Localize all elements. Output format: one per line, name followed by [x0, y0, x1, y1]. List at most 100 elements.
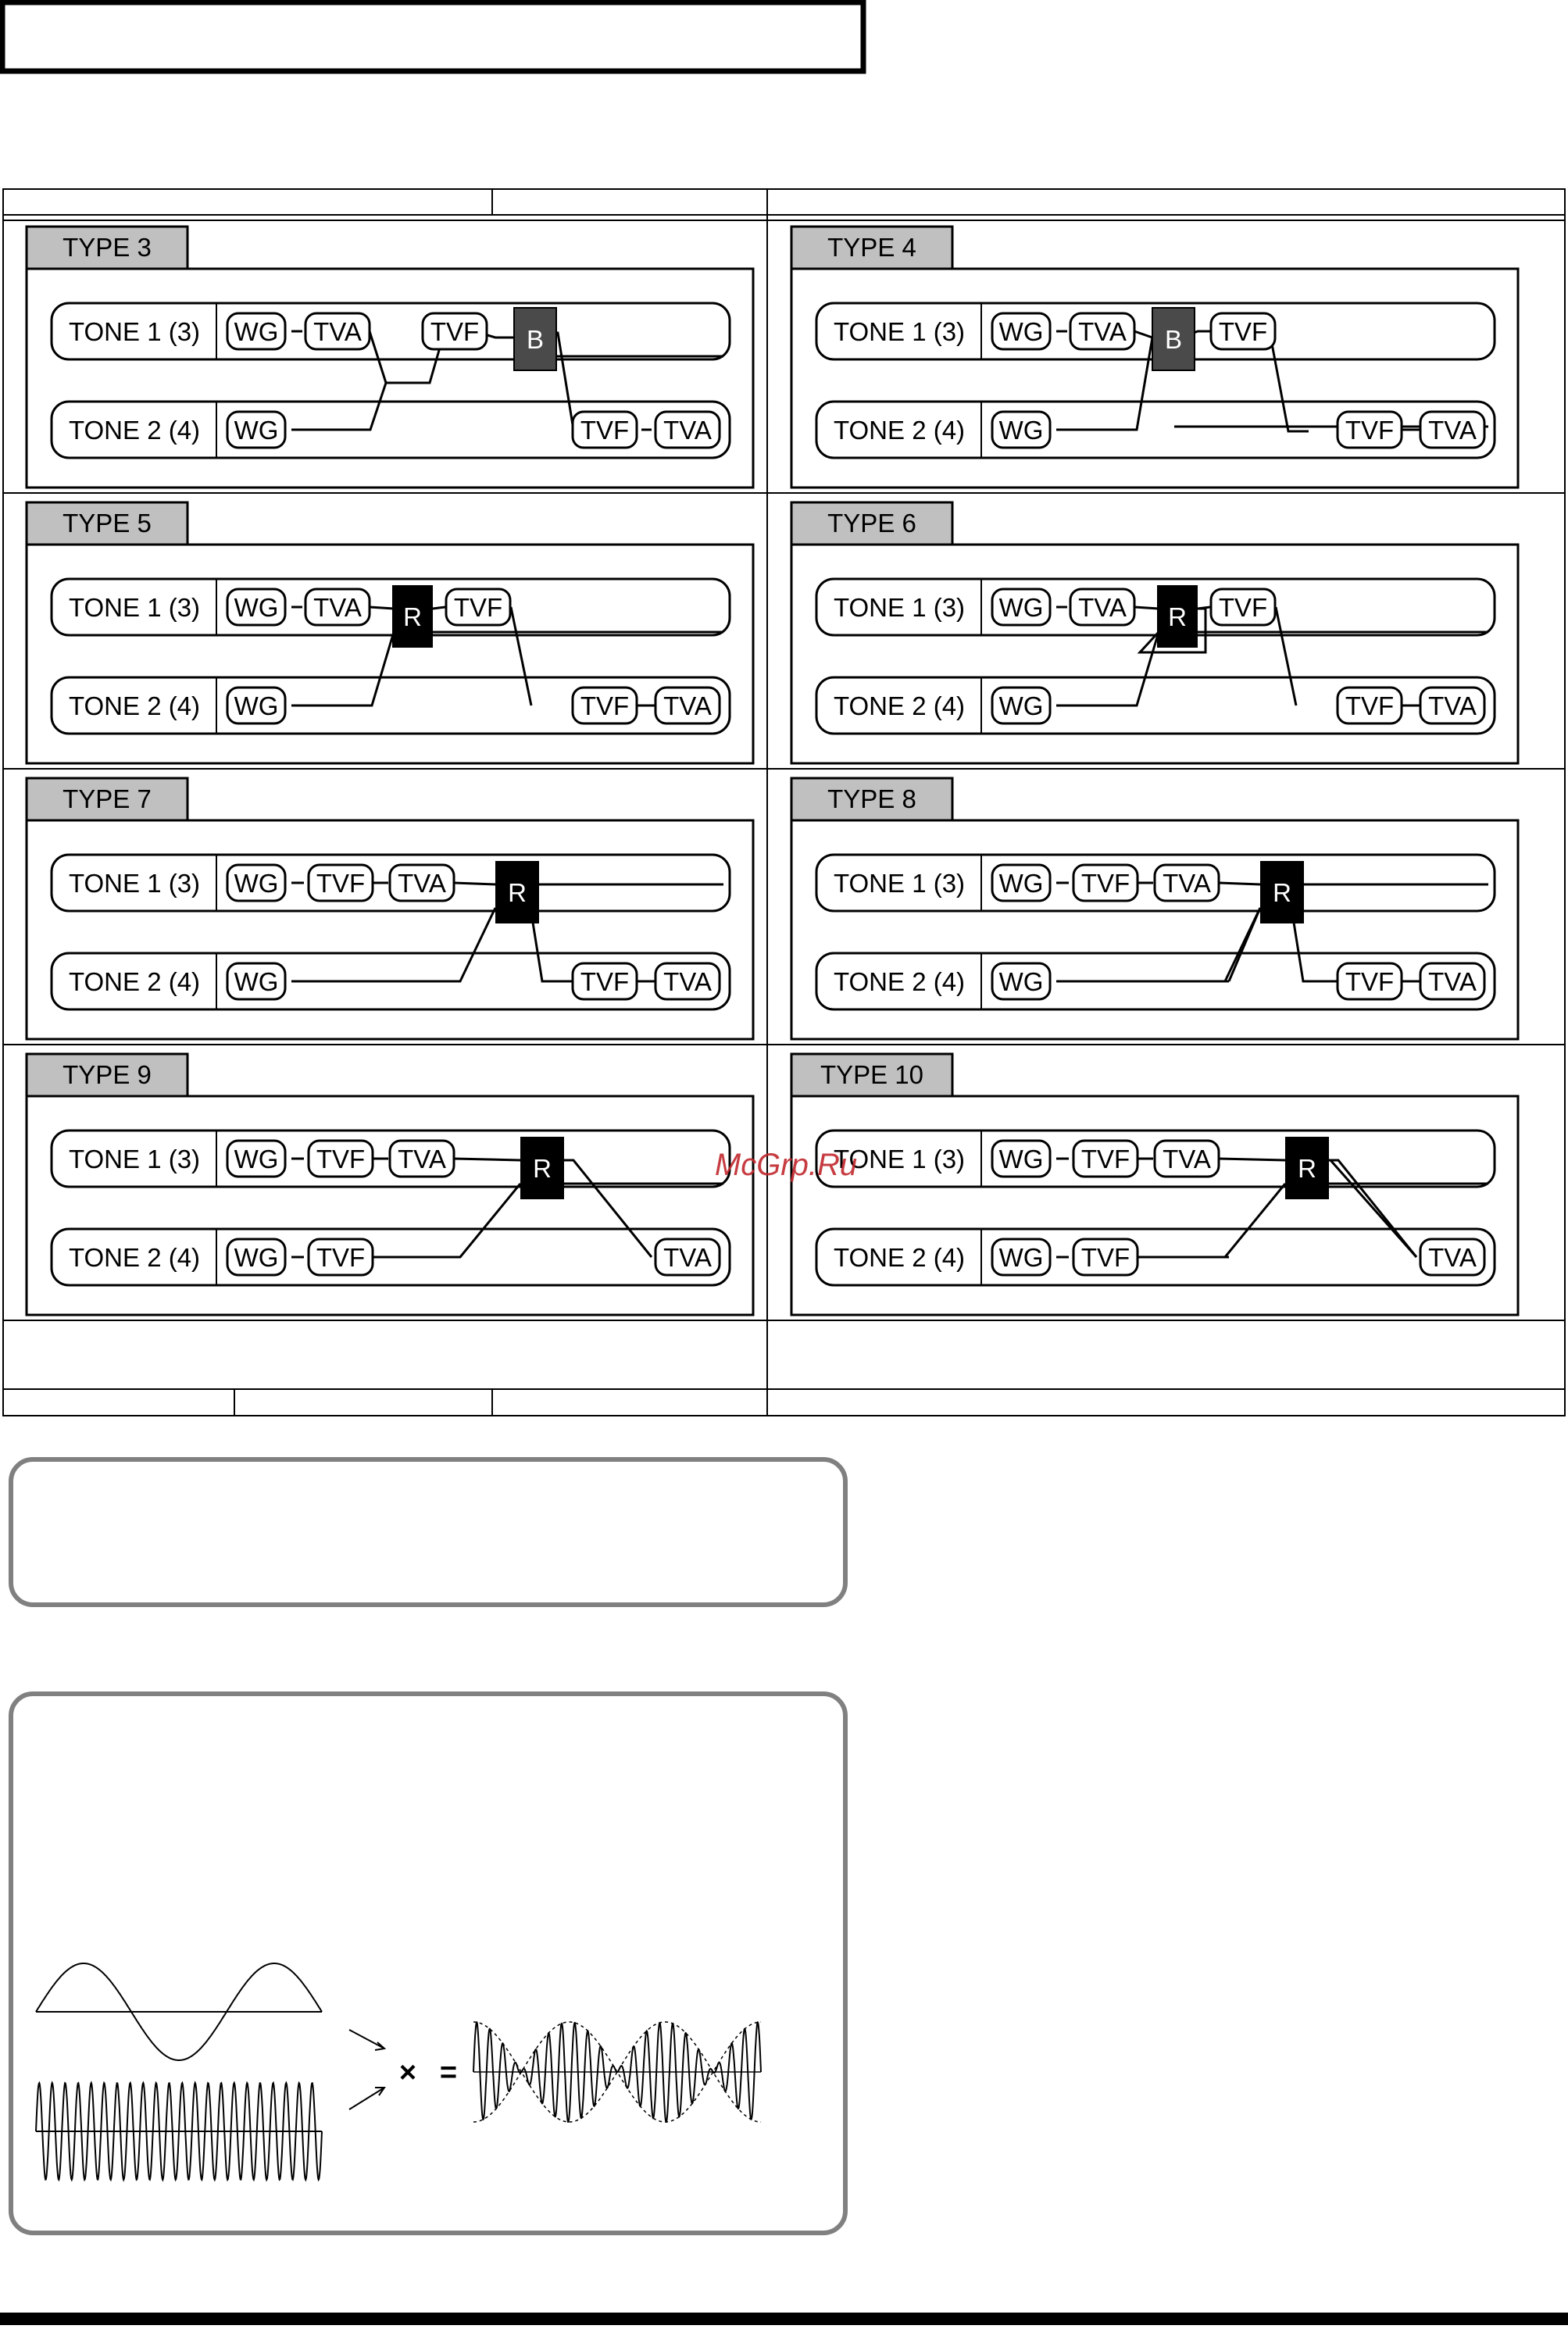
svg-text:WG: WG — [999, 691, 1044, 720]
wg-block — [226, 863, 287, 902]
diagram-frame — [790, 543, 1520, 765]
tvf-block — [307, 863, 374, 902]
ring-mod-block — [1157, 585, 1198, 648]
svg-text:TVA: TVA — [1163, 869, 1211, 898]
ring-mod-block — [1260, 861, 1304, 923]
svg-text:TVF: TVF — [580, 416, 629, 445]
svg-text:TVA: TVA — [1428, 967, 1477, 996]
tva-block — [1419, 1238, 1486, 1277]
header-box — [0, 0, 866, 74]
wg-block — [226, 588, 287, 627]
parameter-table — [2, 188, 1566, 1416]
type-label: TYPE 8 — [827, 784, 916, 813]
booster-label: B — [527, 325, 544, 354]
type-tab — [790, 1052, 954, 1098]
svg-text:TVF: TVF — [316, 869, 365, 898]
svg-text:TVF: TVF — [1081, 1145, 1130, 1173]
diagram-frame — [790, 819, 1520, 1041]
ring-mod-label: R — [508, 878, 527, 907]
wg-block — [226, 312, 287, 351]
tone2-label: TONE 2 (4) — [69, 1243, 200, 1272]
wg-block — [226, 686, 287, 725]
wg-block — [226, 410, 287, 449]
svg-text:TVA: TVA — [1428, 1243, 1477, 1272]
note-panel — [9, 1457, 848, 1607]
svg-text:TVA: TVA — [1428, 416, 1477, 445]
tone1-label: TONE 1 (3) — [834, 869, 965, 898]
svg-text:WG: WG — [999, 593, 1044, 622]
svg-text:TVF: TVF — [1081, 1243, 1130, 1272]
svg-text:TVF: TVF — [1345, 691, 1394, 720]
tone1-label: TONE 1 (3) — [69, 593, 200, 622]
equals-symbol: = — [440, 2056, 457, 2089]
tone2-label: TONE 2 (4) — [69, 691, 200, 720]
tone2-label: TONE 2 (4) — [69, 967, 200, 996]
wg-block — [991, 410, 1052, 449]
tvf-block — [1072, 863, 1139, 902]
tone2-label: TONE 2 (4) — [834, 967, 965, 996]
tva-block — [1153, 863, 1220, 902]
svg-text:TVF: TVF — [1345, 416, 1394, 445]
tone1-label: TONE 1 (3) — [834, 1145, 965, 1173]
diagram-frame — [25, 1095, 755, 1316]
tva-block — [304, 312, 371, 351]
tone1-lane — [50, 853, 731, 913]
tone2-lane — [50, 400, 731, 459]
tone2-label: TONE 2 (4) — [834, 1243, 965, 1272]
svg-text:TVA: TVA — [313, 593, 362, 622]
tone2-lane — [50, 676, 731, 735]
multiply-symbol: × — [399, 2056, 416, 2089]
svg-text:WG: WG — [234, 1145, 279, 1173]
type-label: TYPE 10 — [820, 1060, 923, 1089]
ring-mod-label: R — [403, 602, 422, 631]
ring-mod-block — [520, 1137, 564, 1199]
type-label: TYPE 3 — [63, 233, 152, 262]
diagram-frame — [25, 819, 755, 1041]
tone1-lane — [815, 853, 1496, 913]
svg-text:TVA: TVA — [663, 967, 712, 996]
tone2-lane — [815, 1227, 1496, 1287]
svg-text:WG: WG — [234, 869, 279, 898]
wg-block — [991, 962, 1052, 1001]
type-label: TYPE 9 — [63, 1060, 152, 1089]
svg-text:TVA: TVA — [398, 1145, 446, 1173]
tone1-lane — [50, 302, 731, 361]
svg-text:WG: WG — [234, 317, 279, 346]
tva-block — [1069, 312, 1136, 351]
ring-mod-label: R — [1273, 878, 1291, 907]
svg-text:TVF: TVF — [430, 317, 479, 346]
svg-text:TVF: TVF — [1345, 967, 1394, 996]
tone1-label: TONE 1 (3) — [69, 869, 200, 898]
type-tab — [25, 501, 189, 546]
svg-text:TVA: TVA — [1078, 317, 1127, 346]
tvf-block — [307, 1139, 374, 1178]
svg-text:TVF: TVF — [1219, 593, 1267, 622]
arrow-from-slow-wave — [348, 2029, 387, 2051]
tvf-block — [307, 1238, 374, 1277]
tvf-block — [421, 312, 488, 351]
tva-block — [304, 588, 371, 627]
svg-text:WG: WG — [999, 317, 1044, 346]
svg-text:WG: WG — [999, 416, 1044, 445]
ring-mod-block — [1285, 1137, 1329, 1199]
tva-block — [1153, 1139, 1220, 1178]
wg-block — [226, 1238, 287, 1277]
svg-text:TVA: TVA — [1078, 593, 1127, 622]
tone1-label: TONE 1 (3) — [69, 317, 200, 346]
tva-block — [388, 863, 455, 902]
wg-block — [226, 962, 287, 1001]
watermark: McGrp.Ru — [715, 1148, 857, 1182]
tva-block — [654, 1238, 721, 1277]
svg-text:TVF: TVF — [454, 593, 502, 622]
diagram-frame — [25, 267, 755, 489]
wg-block — [991, 1238, 1052, 1277]
svg-text:TVA: TVA — [663, 691, 712, 720]
type-label: TYPE 6 — [827, 509, 916, 538]
tone1-lane — [50, 1129, 731, 1188]
